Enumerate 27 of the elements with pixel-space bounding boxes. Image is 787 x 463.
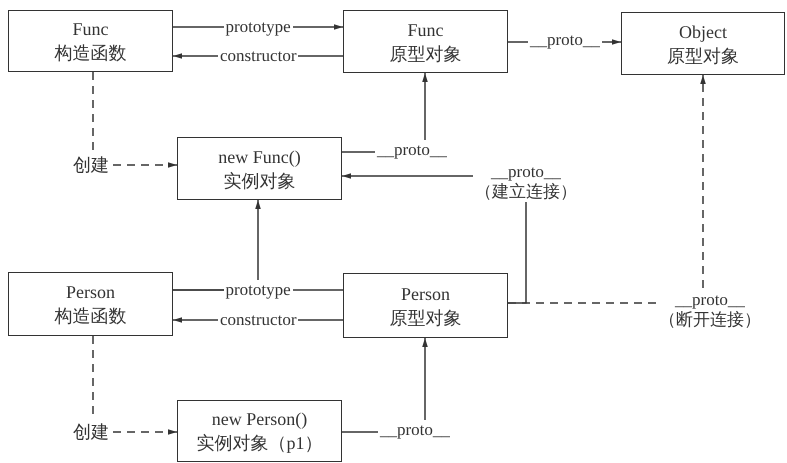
box-text: 实例对象（p1） [196, 432, 322, 455]
box-text: 原型对象 [390, 42, 462, 66]
object-box [621, 12, 785, 75]
box-title: new Func() [218, 146, 301, 168]
arrow [113, 429, 177, 435]
edge-label: __proto__ [378, 420, 452, 440]
box-title: Func [408, 18, 444, 42]
object-box [177, 137, 342, 200]
box-title: Person [66, 281, 115, 304]
connector-line [92, 72, 94, 153]
box-title: Object [679, 20, 727, 44]
object-box [343, 10, 508, 73]
box-text: 构造函数 [54, 305, 126, 328]
object-box [8, 10, 173, 72]
object-box [8, 272, 173, 336]
box-title: new Person() [212, 408, 308, 431]
box-text: 构造函数 [54, 42, 126, 65]
box-title: Person [401, 282, 450, 306]
object-box [177, 400, 342, 462]
object-box [343, 273, 508, 338]
edge-label: prototype [224, 280, 293, 300]
arrow [113, 162, 177, 168]
box-text: 原型对象 [390, 306, 462, 330]
box-title: Func [72, 18, 108, 41]
box-text: 实例对象 [224, 170, 296, 192]
edge-label: __proto__ [375, 140, 449, 160]
box-text: 原型对象 [667, 44, 739, 68]
